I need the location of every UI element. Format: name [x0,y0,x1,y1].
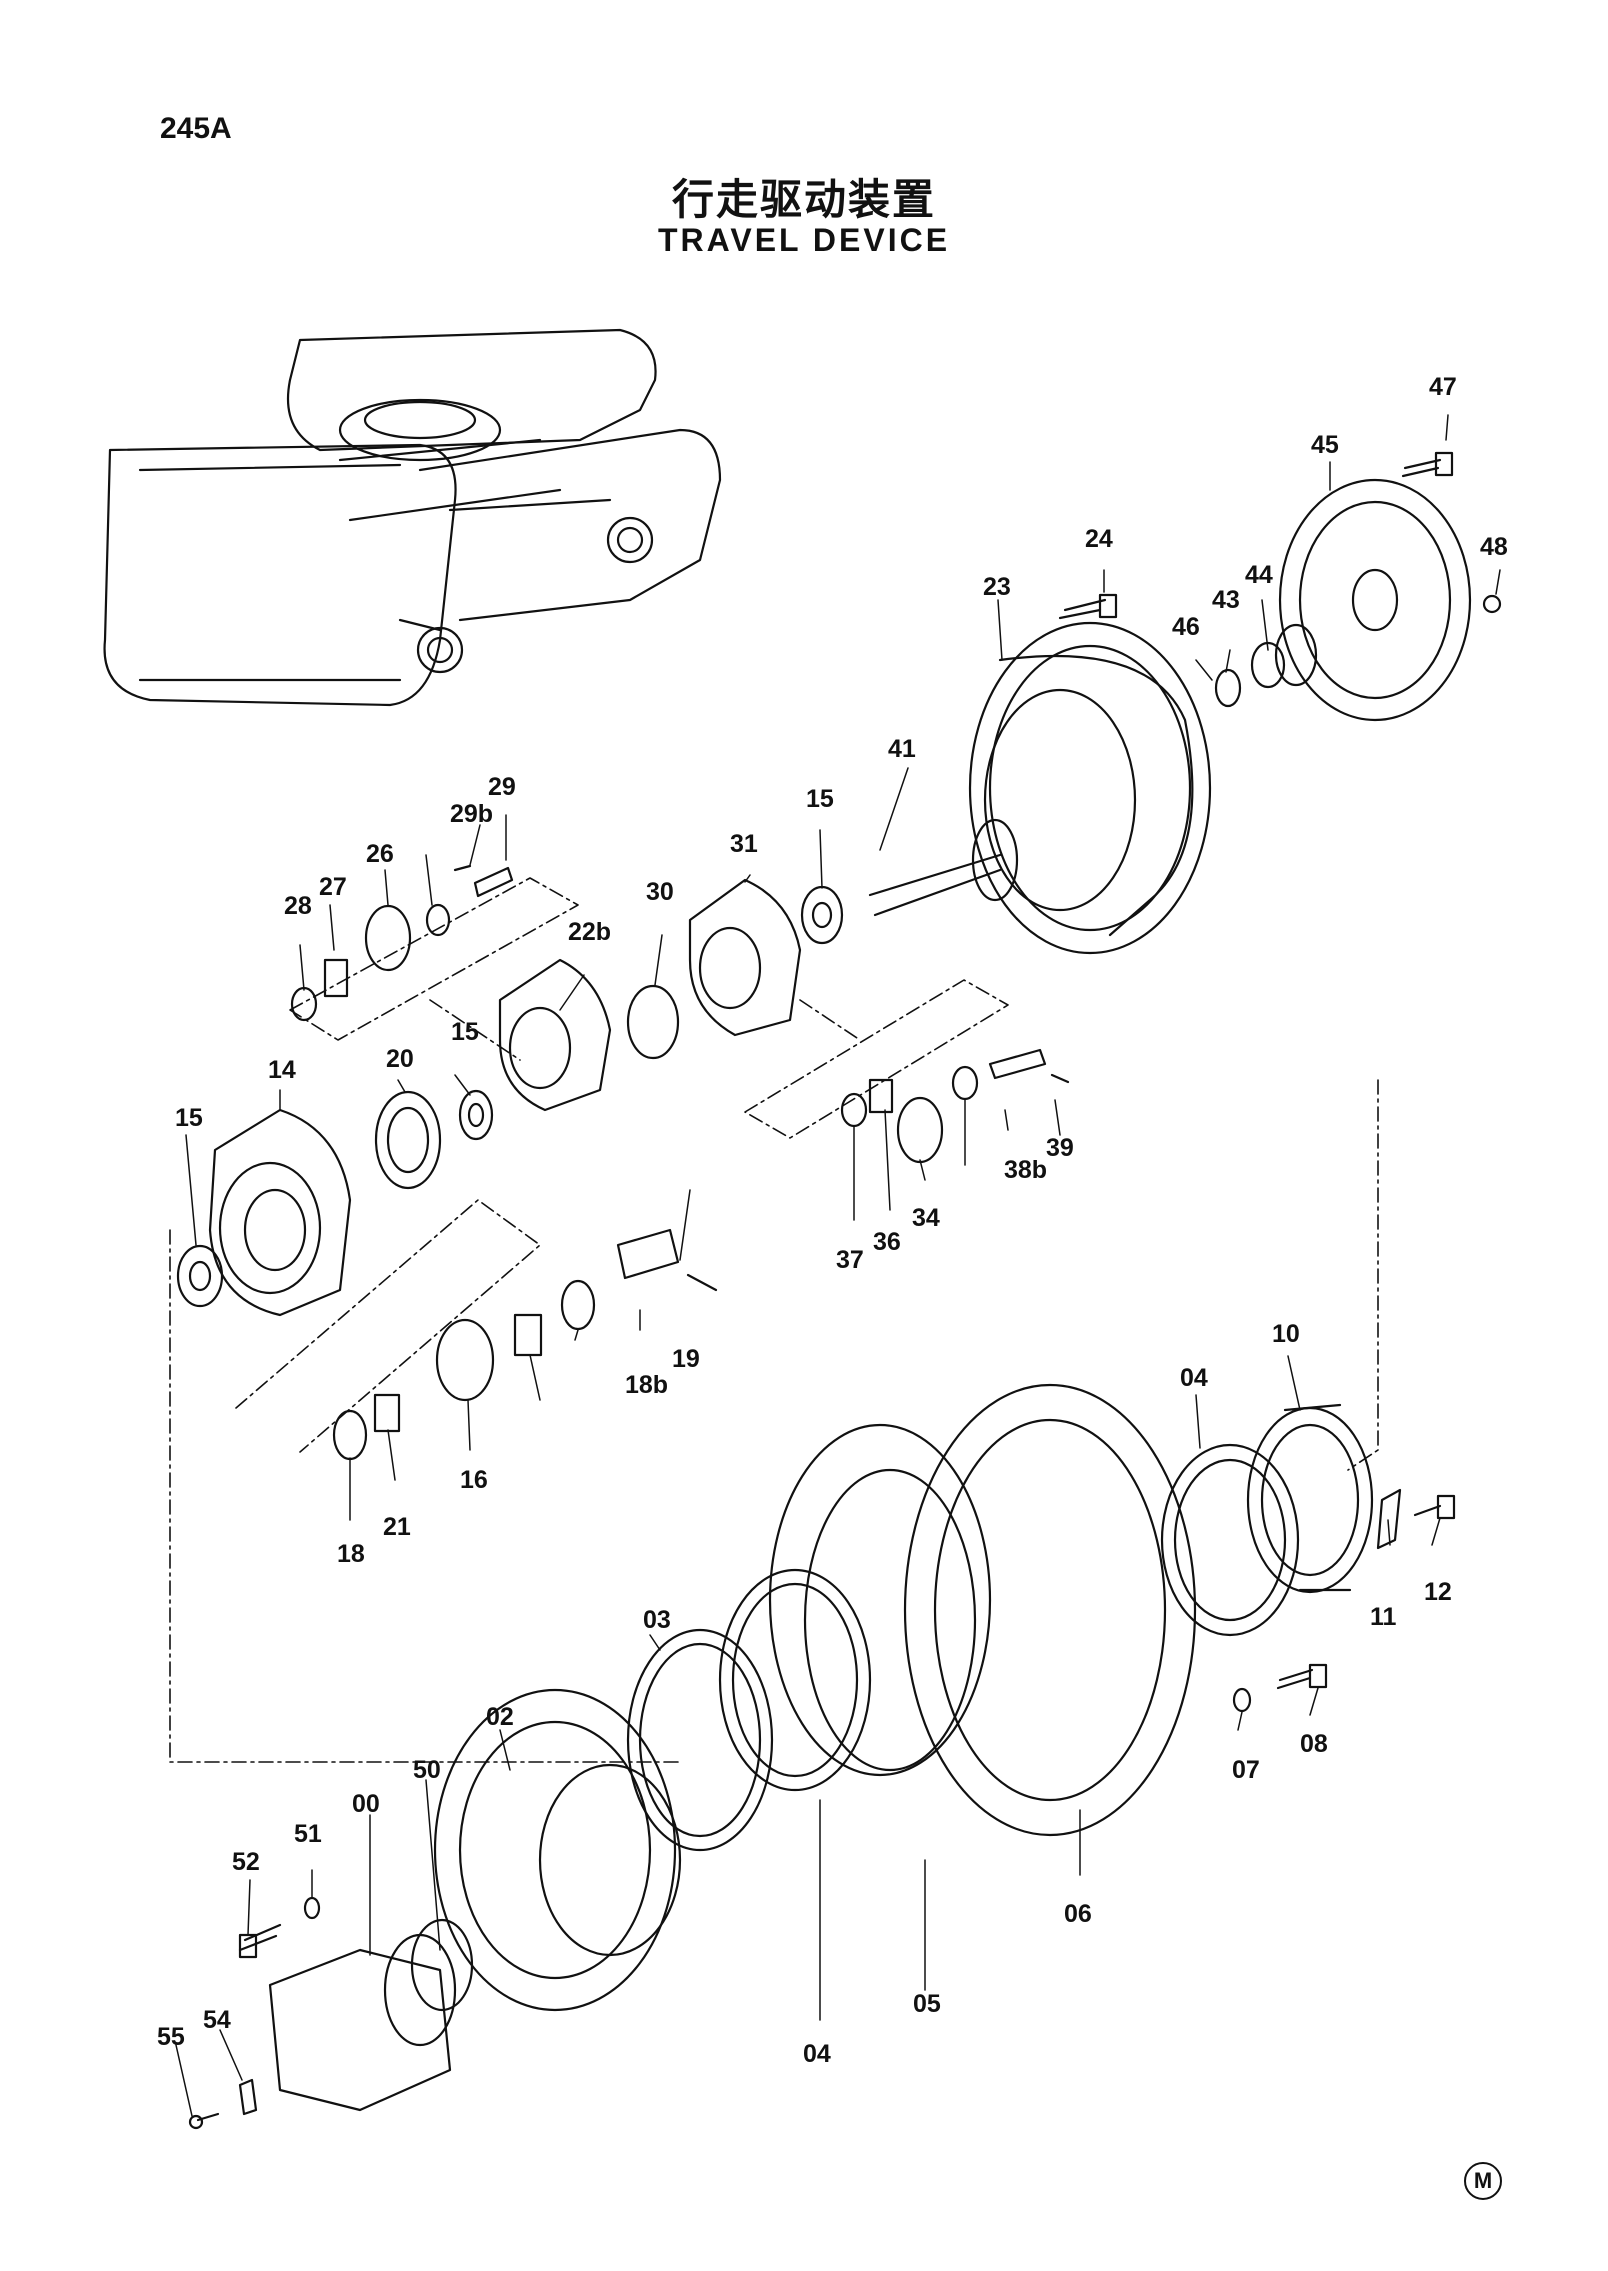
part-label-26: 22b [568,918,611,946]
part-label-07: 07 [1232,1756,1260,1784]
part-label-44: 43 [1212,586,1240,614]
part-label-02: 02 [486,1703,514,1731]
part-label-43: 45 [1311,431,1339,459]
part-label-12: 12 [1424,1578,1452,1606]
part-label-27: 26 [366,840,394,868]
part-label-08: 08 [1300,1730,1328,1758]
part-label-22-b: 21 [383,1513,411,1541]
part-label-06: 06 [1064,1900,1092,1928]
part-label-18-b: 18 [337,1540,365,1568]
part-label-28: 27 [319,873,347,901]
part-label-03: 03 [643,1606,671,1634]
part-label-10: 10 [1272,1320,1300,1348]
title-english: TRAVEL DEVICE [657,222,951,258]
part-label-37: 36 [873,1228,901,1256]
part-label-52: 52 [232,1848,260,1876]
part-label-19: 18b [625,1371,668,1399]
part-label-45: 44 [1245,561,1273,589]
page-number: 245A [160,112,232,145]
crawler-frame-illustration [103,328,722,707]
part-label-24: 24 [1085,525,1113,553]
part-label-05: 05 [913,1990,941,2018]
part-label-40: 39 [1046,1134,1074,1162]
part-label-55: 55 [157,2023,185,2051]
part-label-14: 14 [268,1056,296,1084]
part-label-50: 50 [413,1756,441,1784]
part-label-16: 16 [460,1466,488,1494]
part-label-21: 20 [386,1045,414,1073]
part-label-11: 11 [1370,1603,1397,1631]
part-label-04-b: 04 [803,2040,831,2068]
part-label-39: 38b [1004,1156,1047,1184]
part-label-51: 51 [294,1820,322,1848]
corner-mark: M [1464,2162,1502,2200]
part-label-46: 46 [1172,613,1200,641]
part-label-20: 19 [672,1345,700,1373]
part-label-30: 29 [488,773,516,801]
part-label-04-a: 04 [1180,1364,1208,1392]
part-label-38-b: 37 [836,1246,864,1274]
part-label-41: 41 [888,735,916,763]
part-label-34: 31 [730,830,758,858]
part-label-31: 29b [450,800,493,828]
part-label-47: 47 [1429,373,1457,401]
part-label-23: 23 [983,573,1011,601]
part-label-36: 34 [912,1204,940,1232]
part-label-48: 48 [1480,533,1508,561]
part-label-29-b: 28 [284,892,312,920]
part-label-15-a: 15 [806,785,834,813]
part-label-00: 00 [352,1790,380,1818]
title-chinese: 行走驱动装置 [671,175,936,224]
part-label-54: 54 [203,2006,231,2034]
part-label-15-b: 15 [451,1018,479,1046]
part-label-15-c: 15 [175,1104,203,1132]
part-label-32: 30 [646,878,674,906]
